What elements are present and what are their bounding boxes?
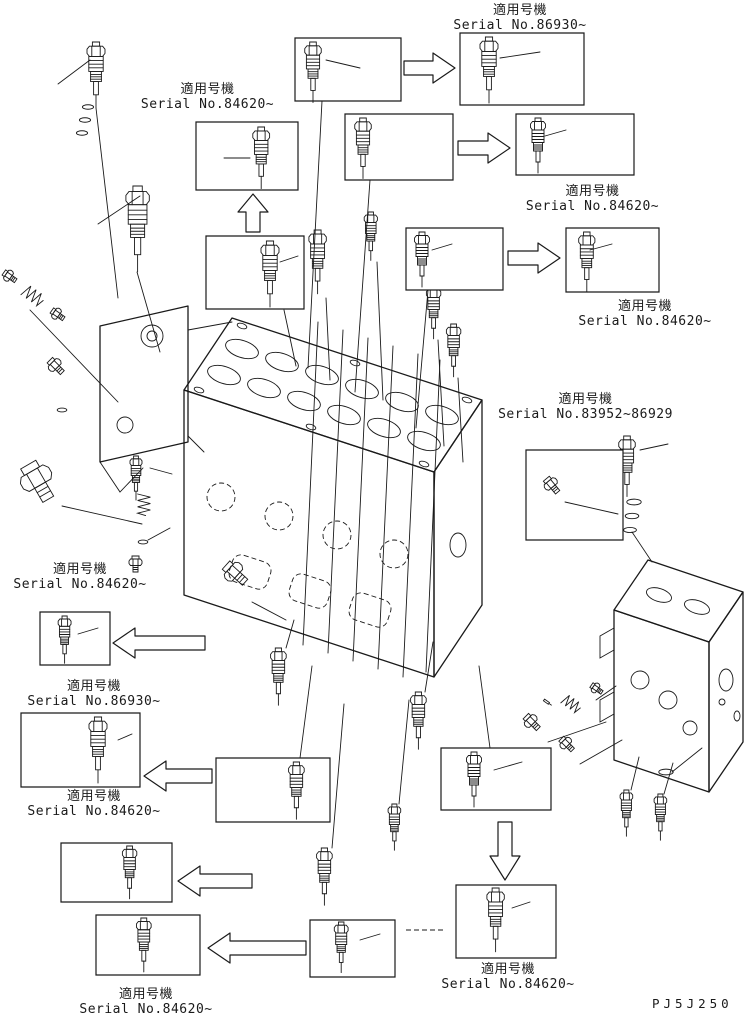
serial-label-model: 適用号機: [558, 392, 613, 407]
arrow-left-icon: [178, 866, 252, 896]
serial-label-top-center: 適用号機 Serial No.86930~: [440, 3, 600, 33]
arrow-right-icon: [458, 133, 510, 163]
cartridge-valve: [619, 789, 633, 837]
cartridge-valve: [86, 41, 106, 109]
serial-label-left-lower: 適用号機 Serial No.86930~: [14, 679, 174, 709]
main-valve-body: [184, 318, 482, 677]
cartridge-valve: [308, 229, 327, 295]
o-ring: [76, 130, 88, 136]
cartridge-valve: [426, 285, 442, 340]
detail-box: [441, 748, 551, 810]
serial-label-left-bottom: 適用号機 Serial No.84620~: [14, 789, 174, 819]
serial-label-model: 適用号機: [66, 789, 121, 804]
serial-label-number: Serial No.84620~: [140, 97, 275, 112]
detail-box: [310, 920, 395, 977]
serial-label-number: Serial No.84620~: [578, 314, 712, 329]
detail-box: [61, 843, 172, 902]
serial-label-bottom-center: 適用号機 Serial No.84620~: [428, 962, 588, 992]
o-ring: [623, 527, 637, 533]
serial-label-model: 適用号機: [492, 3, 547, 18]
serial-label-number: Serial No.84620~: [79, 1002, 213, 1017]
hex-bolt: [588, 680, 606, 697]
detail-box: [345, 114, 453, 180]
arrow-right-icon: [508, 243, 560, 273]
o-ring: [79, 117, 91, 123]
detail-box: [526, 450, 623, 540]
o-ring: [624, 512, 640, 520]
detail-boxes: [21, 33, 659, 977]
cartridge-valve: [316, 847, 333, 906]
detail-box: [206, 236, 304, 309]
hex-plug: [44, 354, 68, 378]
detail-box: [456, 885, 556, 958]
serial-label-model: 適用号機: [565, 184, 620, 199]
arrow-right-icon: [404, 53, 455, 83]
serial-label-model: 適用号機: [480, 962, 535, 977]
serial-label-center-right: 適用号機 Serial No.83952~86929: [488, 392, 683, 422]
serial-label-number: Serial No.86930~: [27, 694, 161, 709]
cartridge-valve: [270, 647, 287, 706]
serial-label-number: Serial No.84620~: [525, 199, 660, 214]
hex-bolt: [48, 305, 68, 324]
detail-box: [21, 713, 140, 787]
cartridge-valve: [125, 185, 150, 273]
detail-box: [196, 122, 298, 190]
serial-label-number: Serial No.83952~86929: [498, 407, 673, 422]
part-code: PJ5J250: [652, 996, 733, 1011]
serial-label-number: Serial No.86930~: [453, 18, 587, 33]
arrow-left-icon: [208, 933, 306, 963]
detail-box: [460, 33, 584, 105]
detail-box: [216, 758, 330, 822]
detail-box: [40, 612, 110, 665]
serial-label-right-upper: 適用号機 Serial No.84620~: [510, 184, 675, 214]
hex-bolt: [0, 267, 20, 286]
cartridge-valve: [446, 323, 462, 378]
serial-label-model: 適用号機: [180, 82, 235, 97]
hex-plug: [556, 733, 578, 755]
left-end-block: [100, 306, 232, 492]
serial-label-model: 適用号機: [617, 299, 672, 314]
serial-label-number: Serial No.84620~: [27, 804, 161, 819]
arrow-down-icon: [490, 822, 520, 880]
serial-label-upper-left: 適用号機 Serial No.84620~: [125, 82, 290, 112]
hex-plug: [520, 710, 544, 734]
serial-label-number: Serial No.84620~: [441, 977, 575, 992]
o-ring: [82, 104, 94, 110]
o-ring: [626, 498, 642, 506]
hex-plug: [13, 455, 63, 508]
detail-box: [295, 38, 401, 101]
arrow-left-icon: [113, 628, 205, 658]
serial-label-right-mid: 適用号機 Serial No.84620~: [560, 299, 730, 329]
detail-arrows: [113, 53, 560, 963]
serial-label-model: 適用号機: [52, 562, 107, 577]
cartridge-valve: [410, 691, 427, 750]
arrow-up-icon: [238, 194, 268, 232]
pin: [543, 698, 553, 707]
cartridge-valve: [387, 803, 401, 851]
serial-label-model: 適用号機: [118, 987, 173, 1002]
o-ring: [658, 768, 674, 776]
serial-label-bottom-left: 適用号機 Serial No.84620~: [66, 987, 226, 1017]
o-ring: [56, 407, 68, 413]
hex-plug: [218, 556, 253, 591]
serial-label-model: 適用号機: [66, 679, 121, 694]
cartridge-valve: [653, 793, 667, 841]
right-valve-body: [600, 560, 743, 792]
o-ring: [137, 539, 149, 545]
cartridge-valve: [129, 455, 143, 501]
spring: [560, 693, 584, 715]
detail-box: [516, 114, 634, 175]
serial-label-number: Serial No.84620~: [13, 577, 147, 592]
arrow-left-icon: [144, 761, 212, 791]
spring: [20, 283, 47, 308]
serial-label-left-mid: 適用号機 Serial No.84620~: [0, 562, 160, 592]
spring: [137, 493, 151, 516]
